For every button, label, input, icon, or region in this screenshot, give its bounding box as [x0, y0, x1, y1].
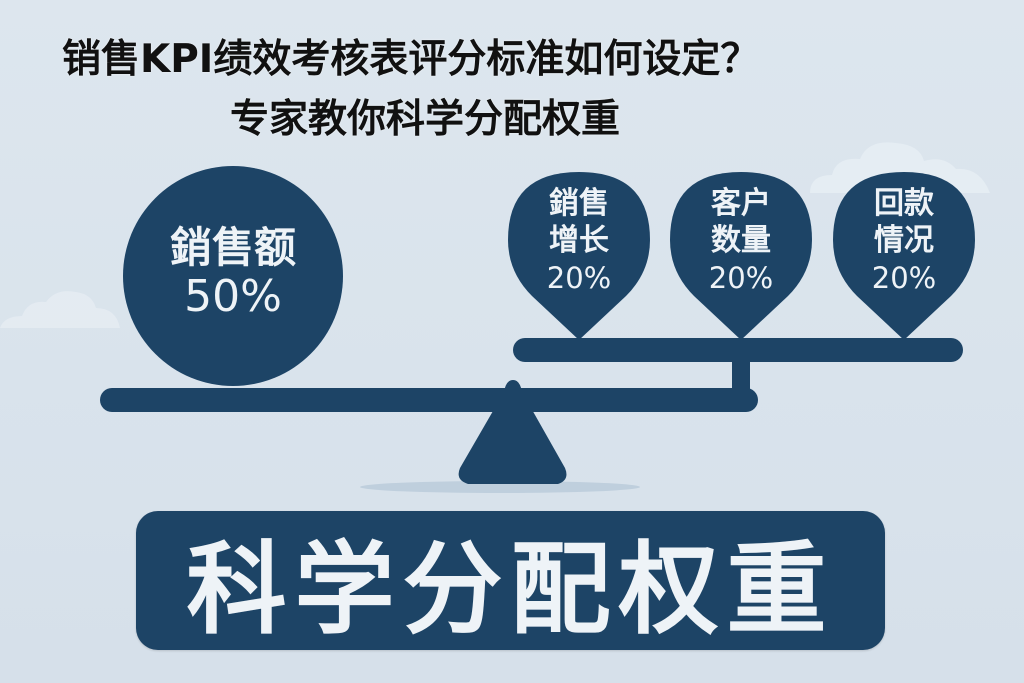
weight-customer-count: 客户 数量 20% [666, 168, 816, 348]
weight-label-2: 增长 [549, 222, 609, 258]
page-title-line2: 专家教你科学分配权重 [230, 97, 621, 142]
weight-label-2: 情况 [874, 222, 934, 258]
weight-payment-collection: 回款 情况 20% [829, 168, 979, 348]
weight-label: 銷售额 [169, 222, 296, 272]
pin-shape-icon [833, 172, 975, 340]
weight-label-1: 銷售 [549, 186, 609, 221]
weight-label-1: 回款 [874, 186, 934, 221]
weight-sales-amount: 銷售额 50% [123, 166, 343, 386]
weight-percent: 20% [708, 261, 774, 296]
page-title-line1: 销售KPI绩效考核表评分标准如何设定？ [62, 37, 760, 82]
weight-percent: 20% [871, 261, 937, 296]
weight-sales-growth: 銷售 增长 20% [504, 168, 654, 348]
pin-shape-icon [670, 172, 812, 340]
weight-label-2: 数量 [711, 222, 771, 258]
weight-label-1: 客户 [711, 186, 771, 221]
weight-percent: 20% [546, 261, 612, 296]
weight-percent: 50% [184, 270, 282, 322]
banner-scientific-weighting: 科学分配权重 [136, 511, 885, 650]
pin-shape-icon [508, 172, 650, 340]
cloud-icon-left [0, 291, 120, 328]
